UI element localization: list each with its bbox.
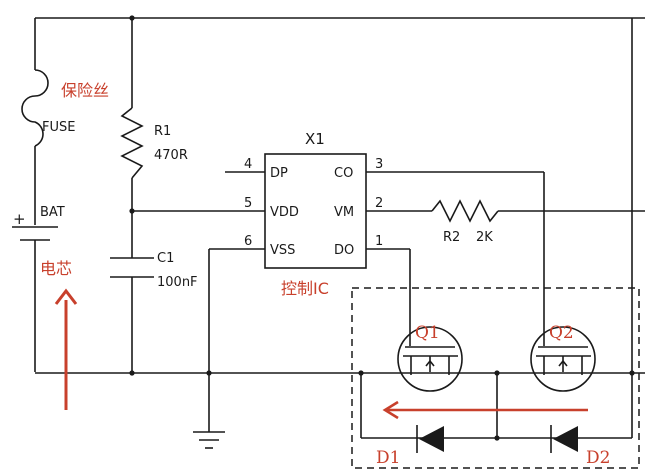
- pin-name-do: DO: [334, 243, 354, 258]
- pin-number-do: 1: [375, 234, 383, 249]
- junction-d1-left: [358, 370, 364, 376]
- ic-cn-label: 控制IC: [281, 279, 329, 298]
- pin-name-co: CO: [334, 166, 353, 181]
- battery-label: BAT: [40, 205, 65, 220]
- junction-mid-bottom: [494, 435, 500, 441]
- pin-name-vss: VSS: [270, 243, 295, 258]
- r2-resistor: [431, 199, 499, 223]
- junction-c1-bottom: [129, 370, 135, 376]
- pin-number-vdd: 5: [244, 196, 252, 211]
- c1-value: 100nF: [157, 275, 198, 290]
- pin-name-vdd: VDD: [270, 205, 299, 220]
- junction-mid-top: [494, 370, 500, 376]
- ic-designator: X1: [305, 130, 325, 148]
- pin-number-co: 3: [375, 157, 383, 172]
- q1-mosfet: [397, 326, 463, 392]
- q2-mosfet: [530, 326, 596, 392]
- pin-number-vm: 2: [375, 196, 383, 211]
- junction-r1-top: [129, 15, 135, 21]
- pin-number-dp: 4: [244, 157, 252, 172]
- fuse-symbol: [21, 69, 49, 147]
- fuse-label: FUSE: [42, 120, 75, 135]
- mosfet-dashed-box: [351, 287, 640, 469]
- pin-number-vss: 6: [244, 234, 252, 249]
- d2-diode: [550, 425, 578, 453]
- r1-resistor: [120, 107, 144, 179]
- d2-label: D2: [586, 448, 610, 468]
- d1-label: D1: [376, 448, 400, 468]
- junction-right: [629, 370, 635, 376]
- cell-cn-label: 电芯: [40, 259, 72, 278]
- battery-plus: +: [13, 210, 26, 228]
- d1-diode: [416, 425, 444, 453]
- current-arrow-up: [54, 288, 78, 410]
- q2-label: Q2: [549, 323, 574, 343]
- pin-name-vm: VM: [334, 205, 354, 220]
- r2-label: R2: [443, 230, 460, 245]
- pin-name-dp: DP: [270, 166, 288, 181]
- current-arrow-left: [382, 400, 588, 420]
- fuse-cn-label: 保险丝: [61, 81, 109, 100]
- r1-label: R1: [154, 124, 171, 139]
- c1-label: C1: [157, 251, 174, 266]
- q1-label: Q1: [415, 323, 440, 343]
- r2-value: 2K: [476, 230, 493, 245]
- r1-value: 470R: [154, 148, 188, 163]
